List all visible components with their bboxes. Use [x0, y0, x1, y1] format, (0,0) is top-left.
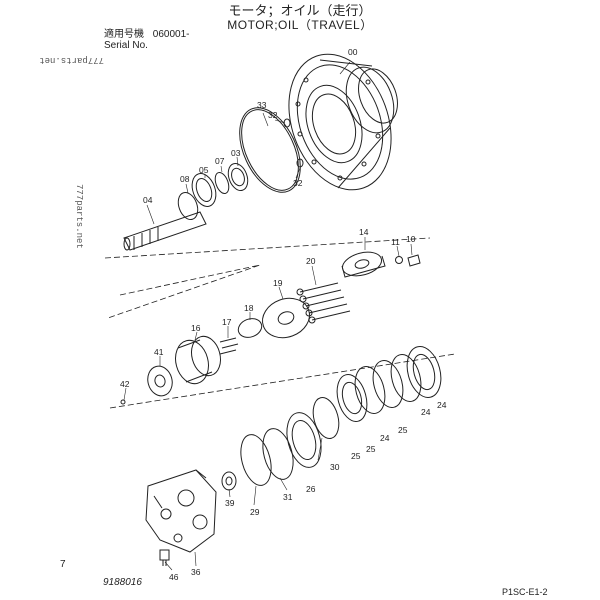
title-japanese: モータ；オイル（走行） [228, 3, 372, 18]
label-07: 07 [215, 156, 225, 166]
o-ring-33 [239, 107, 301, 193]
serial-applicable: 適用号機 060001- [104, 30, 189, 40]
boundary-line-upper [104, 237, 431, 259]
brake-piston-26 [286, 412, 322, 468]
label-36: 36 [191, 567, 201, 577]
o-ring-31 [262, 428, 294, 480]
part-number-labels: 00 33 32 32 03 07 05 08 04 14 11 10 20 1… [120, 47, 447, 582]
ring-07 [214, 171, 230, 195]
shaft-04 [123, 211, 207, 251]
label-42: 42 [120, 379, 130, 389]
bearing-05 [191, 173, 217, 207]
brake-plates-24-25 [336, 346, 442, 422]
serial-label-en: Serial No. [104, 40, 148, 51]
springs-17 [219, 337, 239, 355]
label-11: 11 [391, 237, 400, 247]
title-english: MOTOR;OIL（TRAVEL） [227, 18, 373, 32]
hub-housing-00 [288, 53, 398, 191]
figure-code: 9188016 [103, 577, 142, 588]
leader-lines [123, 61, 413, 571]
label-03: 03 [231, 148, 241, 158]
label-14: 14 [359, 227, 369, 237]
label-41: 41 [154, 347, 164, 357]
bolt-46 [159, 549, 170, 566]
plug-32-lower [296, 158, 304, 168]
label-32-upper: 32 [268, 110, 278, 120]
seal-03 [227, 162, 249, 192]
valve-plate-41 [147, 365, 173, 397]
serial-range: 060001- [152, 29, 190, 40]
o-ring-29 [240, 434, 272, 486]
pin-11 [395, 256, 403, 264]
label-25-left: 25 [351, 451, 361, 461]
page-code: P1SC-E1-2 [502, 587, 548, 597]
label-16: 16 [191, 323, 201, 333]
label-24-mid: 24 [421, 407, 431, 417]
swash-plate-14 [341, 251, 386, 278]
label-33: 33 [257, 100, 267, 110]
pistons-20 [296, 282, 351, 324]
ball-guide-18 [237, 318, 263, 338]
label-29: 29 [250, 507, 260, 517]
part-10 [407, 254, 421, 267]
label-24-right: 24 [437, 400, 447, 410]
label-08: 08 [180, 174, 190, 184]
label-05: 05 [199, 165, 209, 175]
label-25-mid: 25 [398, 425, 408, 435]
label-17: 17 [222, 317, 232, 327]
label-30: 30 [330, 462, 340, 472]
boundary-line-middle [109, 353, 456, 409]
label-26: 26 [306, 484, 316, 494]
ring-30 [312, 396, 340, 440]
label-04: 04 [143, 195, 153, 205]
label-39: 39 [225, 498, 235, 508]
label-19: 19 [273, 278, 283, 288]
watermark-left: 777parts.net [74, 184, 84, 249]
label-32-lower: 32 [293, 178, 303, 188]
section-boundary-lines [104, 237, 456, 409]
label-20: 20 [306, 256, 316, 266]
margin-mark: 7 [60, 559, 66, 570]
label-00: 00 [348, 47, 358, 57]
pin-42 [120, 399, 126, 405]
watermark-top: 777parts.net [39, 55, 104, 65]
snap-ring-08 [177, 191, 199, 221]
boundary-line-left [107, 264, 261, 319]
label-18: 18 [244, 303, 254, 313]
label-46: 46 [169, 572, 179, 582]
serial-label-jp: 適用号機 [104, 29, 144, 40]
bearing-39 [221, 471, 237, 491]
cylinder-block-16 [175, 335, 221, 385]
label-24-left: 24 [380, 433, 390, 443]
retainer-plate-19 [262, 297, 310, 339]
label-25-mid2: 25 [366, 444, 376, 454]
rear-flange-36 [145, 469, 217, 553]
label-10: 10 [406, 234, 416, 244]
label-31: 31 [283, 492, 293, 502]
